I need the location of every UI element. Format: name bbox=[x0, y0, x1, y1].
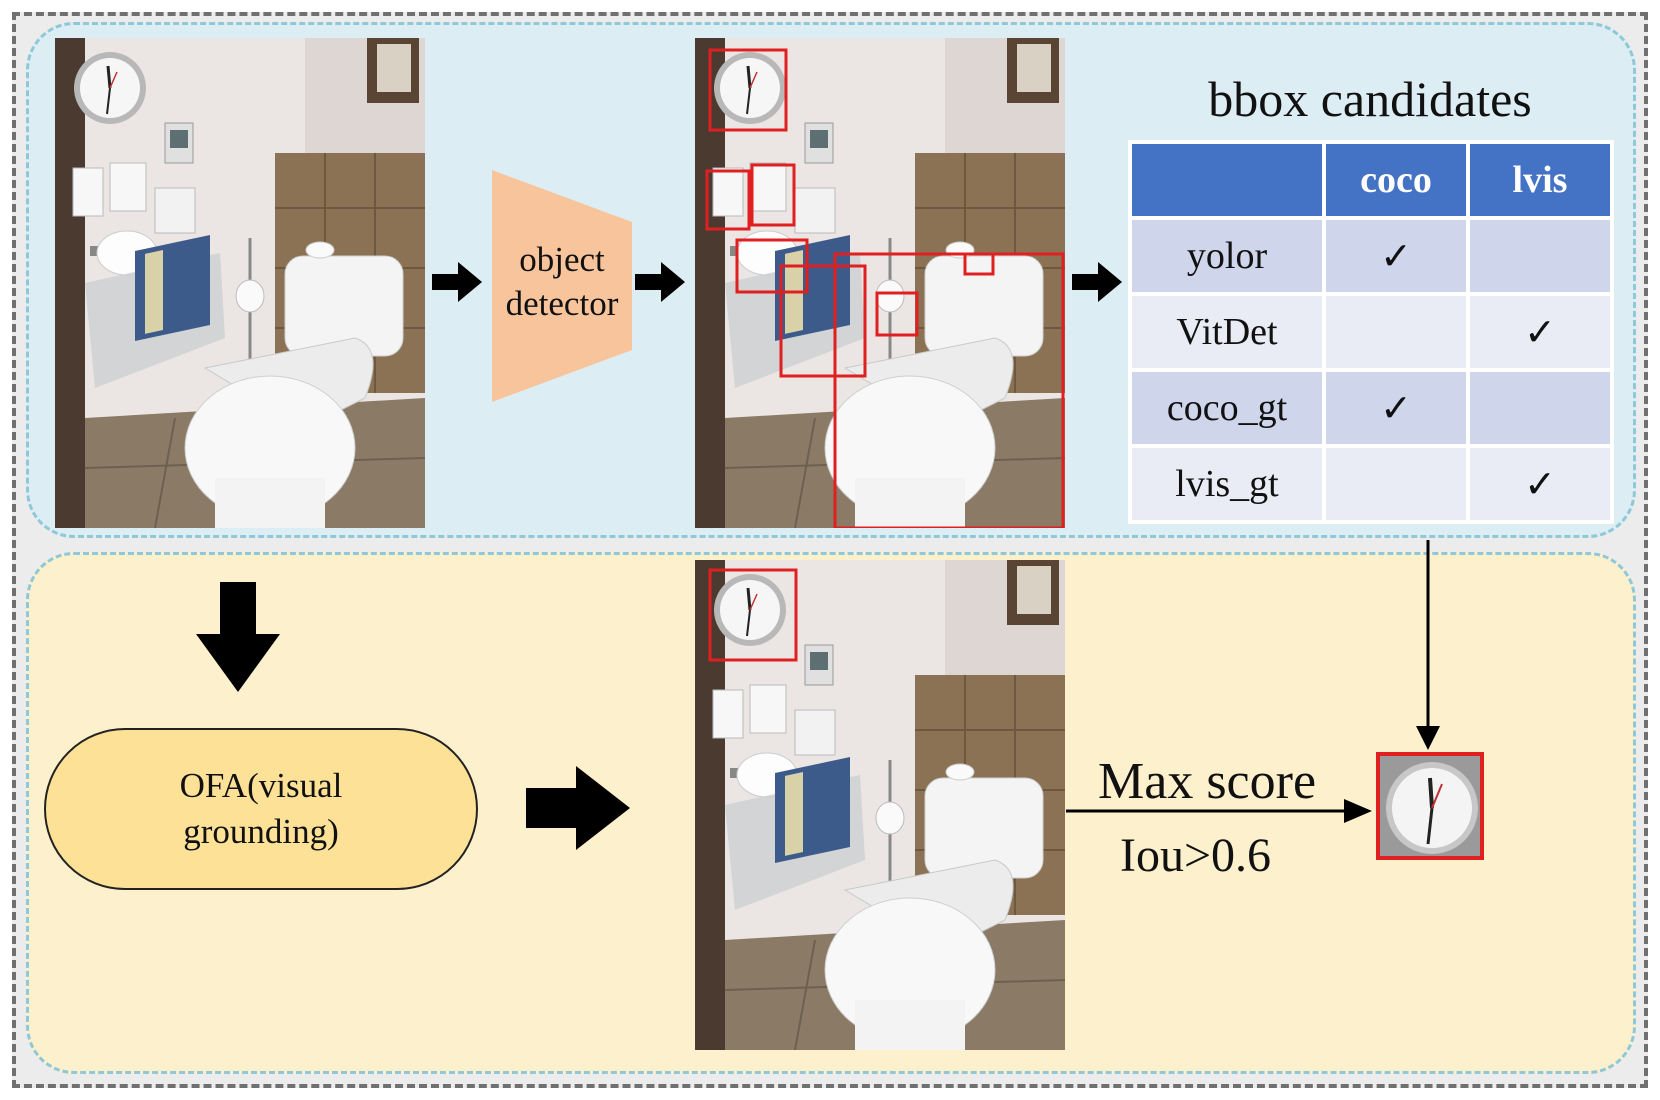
input-image bbox=[55, 38, 425, 528]
table-cell: coco_gt bbox=[1128, 368, 1326, 448]
table-header-row: coco lvis bbox=[1128, 140, 1614, 220]
candidates-title: bbox candidates bbox=[1208, 71, 1532, 127]
table-row: yolor ✓ bbox=[1128, 216, 1614, 296]
table-header: coco bbox=[1322, 140, 1470, 220]
table-header bbox=[1128, 140, 1326, 220]
check-icon: ✓ bbox=[1322, 368, 1470, 448]
check-icon: ✓ bbox=[1322, 216, 1470, 296]
arrow-to-candidates bbox=[1072, 262, 1122, 302]
bbox-toilet bbox=[833, 252, 1065, 528]
arrow-to-detections bbox=[635, 262, 685, 302]
bbox-switch-left bbox=[705, 169, 751, 231]
arrow-down-to-grounding bbox=[196, 582, 280, 692]
bbox-switch-right bbox=[750, 163, 796, 227]
ofa-grounding-block: OFA(visual grounding) bbox=[44, 728, 478, 890]
bbox-clock bbox=[708, 48, 788, 132]
table-cell bbox=[1322, 444, 1470, 524]
iou-threshold-label: Iou>0.6 bbox=[1120, 829, 1272, 882]
detections-image bbox=[695, 38, 1065, 528]
table-cell: lvis_gt bbox=[1128, 444, 1326, 524]
table-row: lvis_gt ✓ bbox=[1128, 444, 1614, 524]
arrow-to-grounded-image bbox=[526, 766, 630, 850]
check-icon: ✓ bbox=[1466, 444, 1614, 524]
arrow-to-result bbox=[1066, 799, 1372, 823]
table-header: lvis bbox=[1466, 140, 1614, 220]
table-cell: yolor bbox=[1128, 216, 1326, 296]
ofa-grounding-label: OFA(visual grounding) bbox=[179, 766, 343, 851]
bbox-grounded-clock bbox=[708, 568, 798, 662]
candidates-table: coco lvis yolor ✓ VitDet ✓ coco_gt ✓ lvi… bbox=[1128, 140, 1614, 524]
table-cell bbox=[1322, 292, 1470, 372]
max-score-label: Max score bbox=[1098, 753, 1317, 810]
object-detector-label: object detector bbox=[505, 240, 619, 323]
bbox-magazine-rack bbox=[779, 264, 867, 378]
arrow-to-detector bbox=[432, 262, 482, 302]
grounded-image bbox=[695, 560, 1065, 1050]
clock-icon bbox=[1380, 756, 1480, 856]
table-cell bbox=[1466, 216, 1614, 296]
arrow-candidates-to-result bbox=[1416, 540, 1440, 750]
table-row: coco_gt ✓ bbox=[1128, 368, 1614, 448]
bbox-spare-roll bbox=[875, 291, 919, 337]
object-detector-block bbox=[492, 170, 632, 402]
table-row: VitDet ✓ bbox=[1128, 292, 1614, 372]
result-crop bbox=[1376, 752, 1484, 860]
table-cell bbox=[1466, 368, 1614, 448]
check-icon: ✓ bbox=[1466, 292, 1614, 372]
table-cell: VitDet bbox=[1128, 292, 1326, 372]
